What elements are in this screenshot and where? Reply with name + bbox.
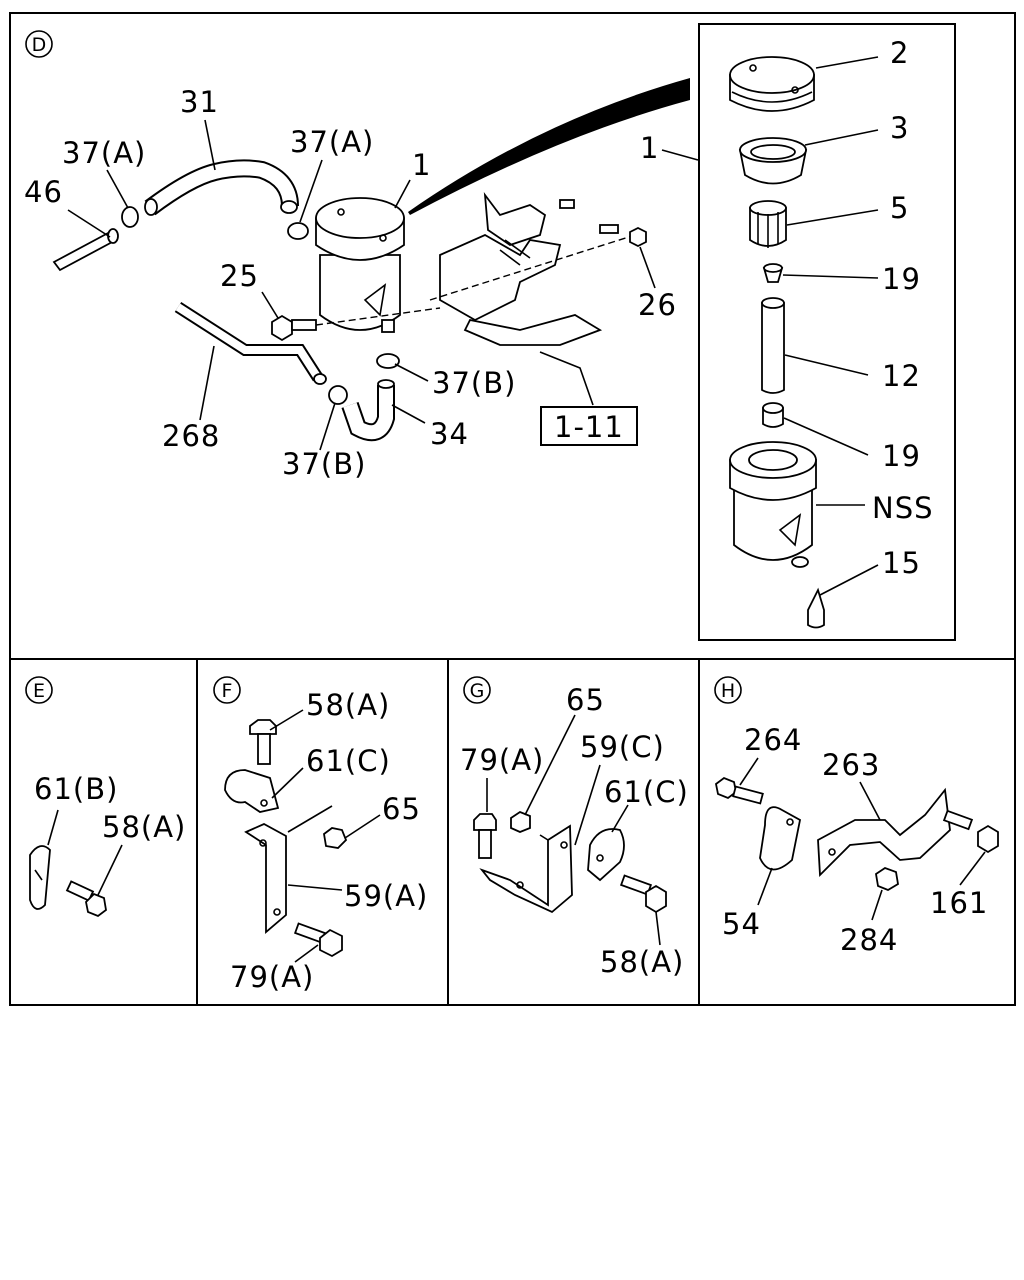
svg-text:H: H (721, 680, 735, 702)
bracket-59c (479, 824, 573, 914)
clip-37b-bottom (328, 385, 348, 405)
leader-lines-e (47, 809, 123, 896)
nut-284 (875, 866, 899, 892)
clamp-61b (29, 845, 51, 910)
label-e-58a: 58(A) (102, 810, 186, 844)
inset-filter-5 (749, 200, 787, 248)
svg-text:D: D (32, 34, 47, 56)
inset-grommet-19-top (762, 263, 784, 283)
svg-text:F: F (222, 680, 233, 702)
bolt-58a-f (249, 719, 277, 765)
label-37a-right: 37(A) (290, 125, 374, 159)
bolt-161 (942, 809, 999, 854)
diagram-frames (9, 12, 1016, 1006)
label-inset-nss: NSS (872, 491, 934, 525)
bracket-263 (817, 787, 951, 878)
label-31: 31 (180, 85, 219, 119)
clamp-61c-g (587, 828, 625, 882)
label-f-61c: 61(C) (306, 744, 391, 778)
label-inset-5: 5 (890, 191, 909, 225)
reference-box-1-11 (540, 406, 638, 446)
label-g-59c: 59(C) (580, 730, 665, 764)
label-f-79a: 79(A) (230, 960, 314, 994)
bolt-79a-f (293, 922, 343, 958)
nut-65-f (323, 827, 348, 849)
label-37b-right: 37(B) (432, 366, 516, 400)
clamp-54 (759, 806, 802, 871)
label-37b-bottom: 37(B) (282, 447, 366, 481)
inset-part-15 (807, 587, 825, 629)
label-inset-1: 1 (640, 131, 659, 165)
leader-lines-f (269, 709, 381, 963)
label-h-263: 263 (822, 748, 880, 782)
label-1-11: 1-11 (554, 410, 624, 444)
inset-grommet-19-bottom (762, 402, 784, 428)
label-g-79a: 79(A) (460, 743, 544, 777)
label-25: 25 (220, 259, 259, 293)
leader-lines-inset (661, 56, 879, 596)
label-inset-15: 15 (882, 546, 921, 580)
label-inset-19-top: 19 (882, 262, 921, 296)
hose-31 (144, 159, 299, 216)
label-inset-3: 3 (890, 111, 909, 145)
section-marker-h: H (714, 676, 742, 704)
section-marker-e: E (25, 676, 53, 704)
label-268: 268 (162, 419, 220, 453)
nut-26 (629, 226, 647, 248)
clamp-61c-f (224, 769, 280, 813)
leader-lines-g (486, 714, 661, 946)
label-f-65: 65 (382, 792, 421, 826)
pipe-268 (174, 301, 327, 385)
label-37a-left: 37(A) (62, 136, 146, 170)
clip-37b-right (376, 353, 400, 369)
label-26: 26 (638, 288, 677, 322)
svg-text:E: E (33, 680, 45, 702)
bolt-25 (271, 307, 441, 342)
bolt-58a-g (619, 874, 667, 914)
inset-cap-2 (729, 56, 815, 112)
section-marker-g: G (463, 676, 491, 704)
label-46: 46 (24, 175, 63, 209)
label-g-58a: 58(A) (600, 945, 684, 979)
nut-65-g (510, 810, 531, 833)
label-e-61b: 61(B) (34, 772, 118, 806)
pipe-46 (52, 228, 119, 272)
label-inset-19-bottom: 19 (882, 439, 921, 473)
label-h-161: 161 (930, 886, 988, 920)
label-h-54: 54 (722, 907, 761, 941)
bolt-58a-e (65, 880, 107, 918)
section-marker-f: F (213, 676, 241, 704)
label-h-264: 264 (744, 723, 802, 757)
label-g-61c: 61(C) (604, 775, 689, 809)
label-h-284: 284 (840, 923, 898, 957)
inset-pointer (408, 78, 690, 215)
leader-lines-d (67, 119, 656, 451)
hose-34 (341, 379, 395, 442)
section-marker-d: D (25, 30, 53, 58)
label-inset-2: 2 (890, 36, 909, 70)
clip-37a-right (287, 222, 309, 240)
label-g-65: 65 (566, 683, 605, 717)
bolt-264 (715, 776, 764, 805)
bracket-59a (244, 805, 333, 934)
reservoir-tank-1 (315, 197, 405, 333)
inset-reservoir-nss (729, 441, 817, 568)
leader-lines-h (739, 757, 986, 921)
inset-tube-12 (761, 297, 785, 394)
label-34: 34 (430, 417, 469, 451)
bolt-79a-g (473, 813, 497, 859)
label-1-tank: 1 (412, 148, 431, 182)
clip-37a-left (121, 206, 139, 228)
callout-labels: 31 37(A) 37(A) 46 1 25 26 37(B) 268 37(B… (24, 36, 988, 994)
inset-seal-3 (738, 137, 808, 185)
label-f-59a: 59(A) (344, 879, 428, 913)
svg-text:G: G (470, 680, 485, 702)
bracket-1-11 (429, 191, 636, 346)
label-f-58a: 58(A) (306, 688, 390, 722)
label-inset-12: 12 (882, 359, 921, 393)
